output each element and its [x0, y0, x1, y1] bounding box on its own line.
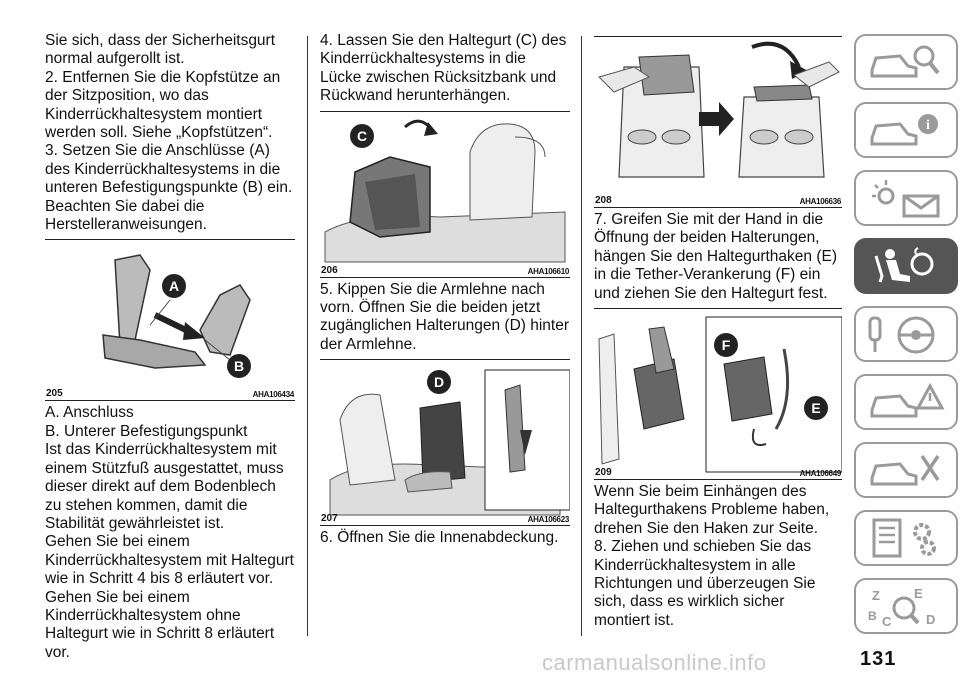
paragraph: 2. Entfernen Sie die Kopfstütze an der S… [45, 68, 281, 142]
figure-number: 206 [321, 264, 338, 276]
label-d-badge: D [427, 370, 451, 395]
paragraph: 8. Ziehen und schieben Sie das Kinderrüc… [594, 538, 816, 629]
armrest-bracket-illustration [329, 369, 570, 516]
paragraph: Gehen Sie bei einem Kinderrückhaltesyste… [45, 533, 294, 588]
figure-code: AHA106636 [799, 197, 842, 206]
figure-208: 208 AHA106636 [594, 36, 842, 208]
column-1: Sie sich, dass der Sicherheitsgurt norma… [45, 32, 295, 662]
chapter-tab-warning-lights[interactable] [854, 170, 958, 226]
svg-text:A: A [169, 278, 179, 294]
tether-hook-illustration [598, 316, 842, 473]
column-2: 4. Lassen Sie den Haltegurt (C) des Kind… [320, 32, 570, 548]
paragraph: Ist das Kinderrückhaltesystem mit einem … [45, 441, 284, 532]
paragraph: 6. Öffnen Sie die Innenabdeckung. [320, 529, 559, 547]
figure-code: AHA106623 [527, 515, 570, 525]
paragraph: Sie sich, dass der Sicherheitsgurt norma… [45, 32, 276, 68]
chapter-tab-car-info[interactable]: i [854, 102, 958, 158]
figure-206: C 206 AHA106610 [320, 110, 570, 278]
warning-lights-message-icon [872, 180, 940, 218]
figure-number: 209 [595, 467, 612, 479]
paragraph: Gehen Sie bei einem Kinderrückhaltesyste… [45, 588, 275, 661]
svg-text:Z: Z [872, 588, 880, 603]
figure-code: AHA106434 [252, 390, 295, 400]
svg-text:B: B [868, 609, 877, 623]
figure-number: 205 [46, 388, 63, 400]
car-search-icon [870, 45, 940, 78]
svg-text:C: C [882, 614, 892, 628]
column-divider [581, 36, 582, 636]
paragraph: B. Unterer Befestigungspunkt [45, 422, 248, 440]
inner-cover-illustration [598, 41, 840, 178]
key-steering-wheel-icon [868, 316, 935, 354]
chapter-tab-safety[interactable] [854, 238, 958, 294]
chapter-tab-technical-data[interactable] [854, 510, 958, 566]
figure-number: 207 [321, 513, 338, 525]
svg-text:F: F [722, 337, 731, 353]
label-f-badge: F [714, 333, 738, 358]
list-gear-icon [872, 518, 936, 558]
seat-anchor-illustration [102, 254, 251, 370]
figure-code: AHA106610 [527, 266, 570, 276]
column-3: 208 AHA106636 7. Greifen Sie mit der Han… [594, 32, 842, 630]
rear-seat-child-seat-illustration [324, 119, 566, 263]
paragraph: 3. Setzen Sie die Anschlüsse (A) des Kin… [45, 142, 293, 234]
label-c-badge: C [350, 123, 374, 148]
chapter-tab-index[interactable]: Z E B C D [854, 578, 958, 634]
figure-205: A B 205 AHA106434 [45, 239, 295, 402]
seat-airbag-icon [874, 247, 934, 283]
paragraph: Wenn Sie beim Einhängen des Haltegurthak… [594, 483, 830, 537]
svg-text:i: i [926, 118, 930, 133]
svg-text:E: E [811, 400, 820, 416]
paragraph: 7. Greifen Sie mit der Hand in die Öffnu… [594, 211, 837, 302]
svg-text:B: B [234, 358, 244, 374]
paragraph: 5. Kippen Sie die Armlehne nach vorn. Öf… [320, 280, 570, 353]
svg-text:D: D [926, 612, 935, 627]
svg-text:E: E [914, 586, 923, 601]
figure-code: AHA106649 [799, 469, 842, 479]
svg-text:D: D [434, 374, 444, 390]
paragraph: A. Anschluss [45, 404, 134, 422]
car-info-icon: i [870, 114, 938, 146]
chapter-tab-maintenance[interactable] [854, 442, 958, 498]
label-a-badge: A [162, 274, 186, 299]
alphabet-index-search-icon: Z E B C D [868, 586, 935, 628]
label-b-badge: B [227, 354, 251, 379]
label-e-badge: E [804, 396, 828, 421]
column-divider [307, 36, 308, 636]
paragraph: 4. Lassen Sie den Haltegurt (C) des Kind… [320, 32, 567, 105]
figure-207: D 207 AHA106623 [320, 359, 570, 527]
car-tools-icon [870, 455, 940, 486]
figure-209: F E 209 AHA106649 [594, 308, 842, 481]
chapter-tab-car-search[interactable] [854, 34, 958, 90]
svg-text:C: C [357, 128, 367, 144]
page-number: 131 [860, 648, 897, 670]
watermark: carmanualsonline.info [542, 650, 767, 675]
chapter-tab-emergency[interactable] [854, 374, 958, 430]
car-warning-icon [870, 382, 945, 418]
figure-number: 208 [595, 195, 612, 206]
chapter-tab-starting-driving[interactable] [854, 306, 958, 362]
